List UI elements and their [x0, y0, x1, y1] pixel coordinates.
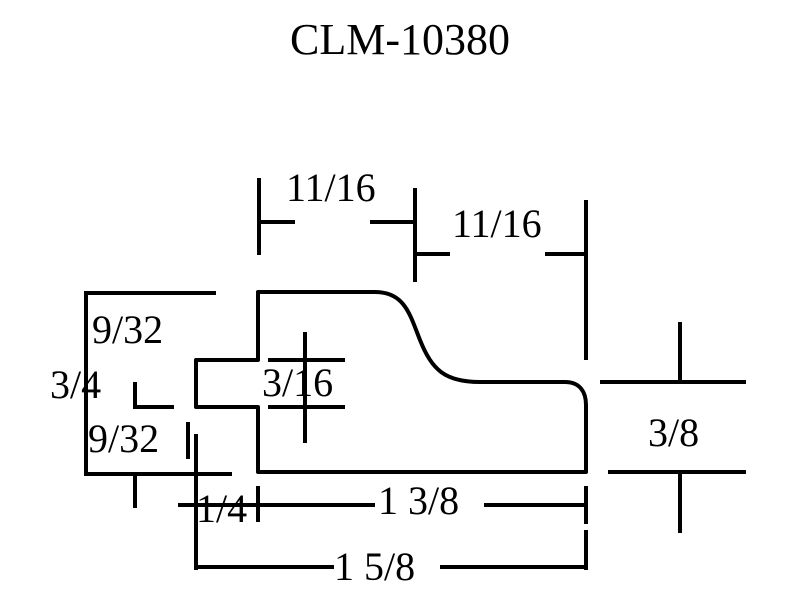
dim-label-lower-lip: 9/32 [88, 416, 159, 461]
dim-label-top-left: 11/16 [286, 165, 376, 210]
dim-bottom-overall [194, 434, 588, 570]
dim-groove-depth [268, 332, 345, 443]
dim-label-groove-depth: 3/16 [262, 360, 333, 405]
dim-label-tongue-offset: 1/4 [196, 486, 247, 531]
dim-label-body-width: 1 3/8 [378, 478, 459, 523]
drawing-title: CLM-10380 [290, 15, 510, 64]
dim-label-total-height: 3/4 [50, 362, 101, 407]
dim-bottom-body [178, 486, 588, 524]
moulding-profile-outline [194, 290, 588, 474]
dim-top-right [415, 200, 588, 360]
dim-label-right-height: 3/8 [648, 410, 699, 455]
dim-label-upper-lip: 9/32 [92, 307, 163, 352]
dim-label-overall-width: 1 5/8 [334, 544, 415, 589]
dim-right-height [600, 322, 746, 533]
dim-left-stack [84, 291, 232, 508]
dim-top-left [257, 178, 417, 282]
dim-label-top-right: 11/16 [452, 201, 542, 246]
